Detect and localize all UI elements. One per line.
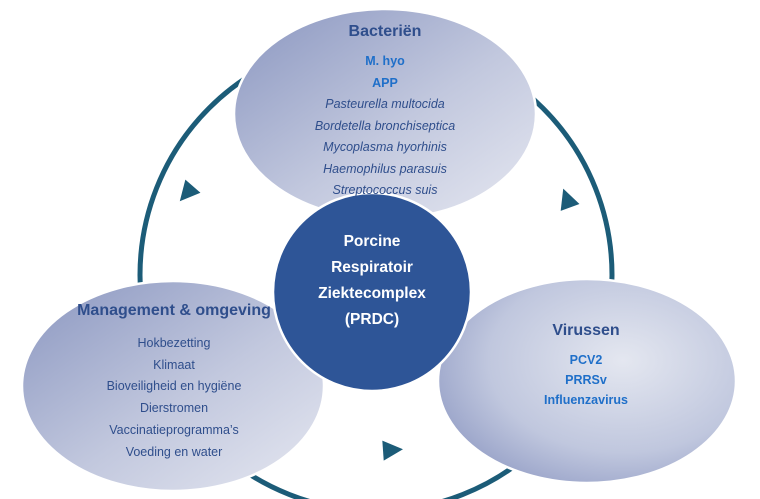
- viruses-bubble: [436, 277, 738, 485]
- management-item: Bioveiligheid en hygiëne: [106, 379, 242, 394]
- bacteria-item: M. hyo: [365, 54, 405, 68]
- bacteria-title: Bacteriën: [348, 23, 422, 40]
- viruses-group: Virussen PCV2 PRRSv Influenzavirus: [446, 321, 726, 410]
- virus-item: PCV2: [569, 353, 603, 367]
- management-item: Voeding en water: [125, 444, 223, 459]
- center-line: (PRDC): [344, 311, 400, 328]
- viruses-list: PCV2 PRRSv Influenzavirus: [544, 350, 628, 410]
- management-group: Management & omgeving Hokbezetting Klima…: [28, 301, 320, 463]
- virus-item: Influenzavirus: [543, 393, 629, 407]
- cycle-arrow-left-icon: [179, 179, 201, 202]
- cycle-arrow-right-icon: [560, 188, 580, 211]
- bacteria-item: Haemophilus parasuis: [323, 161, 447, 176]
- management-title: Management & omgeving: [77, 302, 271, 319]
- cycle-arrow-bottom-icon: [382, 440, 403, 461]
- management-bubble: [20, 279, 326, 493]
- bacteria-item: APP: [372, 75, 398, 90]
- bacteria-item: Streptococcus suis: [332, 183, 438, 197]
- bacteria-item: Mycoplasma hyorhinis: [323, 140, 447, 154]
- bacteria-item: Pasteurella multocida: [325, 97, 445, 111]
- center-circle: [271, 191, 473, 393]
- center-line: Ziektecomplex: [318, 285, 426, 302]
- management-item: Hokbezetting: [137, 336, 211, 350]
- management-item: Dierstromen: [139, 401, 209, 416]
- viruses-title: Virussen: [552, 322, 620, 339]
- virus-item: PRRSv: [565, 373, 607, 387]
- management-list: Hokbezetting Klimaat Bioveiligheid en hy…: [107, 333, 242, 463]
- center-label: Porcine Respiratoir Ziektecomplex (PRDC): [277, 229, 467, 333]
- bacteria-group: Bacteriën M. hyo APP Pasteurella multoci…: [240, 22, 530, 202]
- management-item: Klimaat: [153, 357, 195, 372]
- center-line: Porcine: [343, 233, 401, 250]
- bacteria-item: Bordetella bronchiseptica: [314, 118, 456, 133]
- center-line: Respiratoir: [331, 259, 413, 276]
- management-item: Vaccinatieprogramma’s: [109, 422, 239, 437]
- bacteria-list: M. hyo APP Pasteurella multocida Bordete…: [315, 51, 455, 202]
